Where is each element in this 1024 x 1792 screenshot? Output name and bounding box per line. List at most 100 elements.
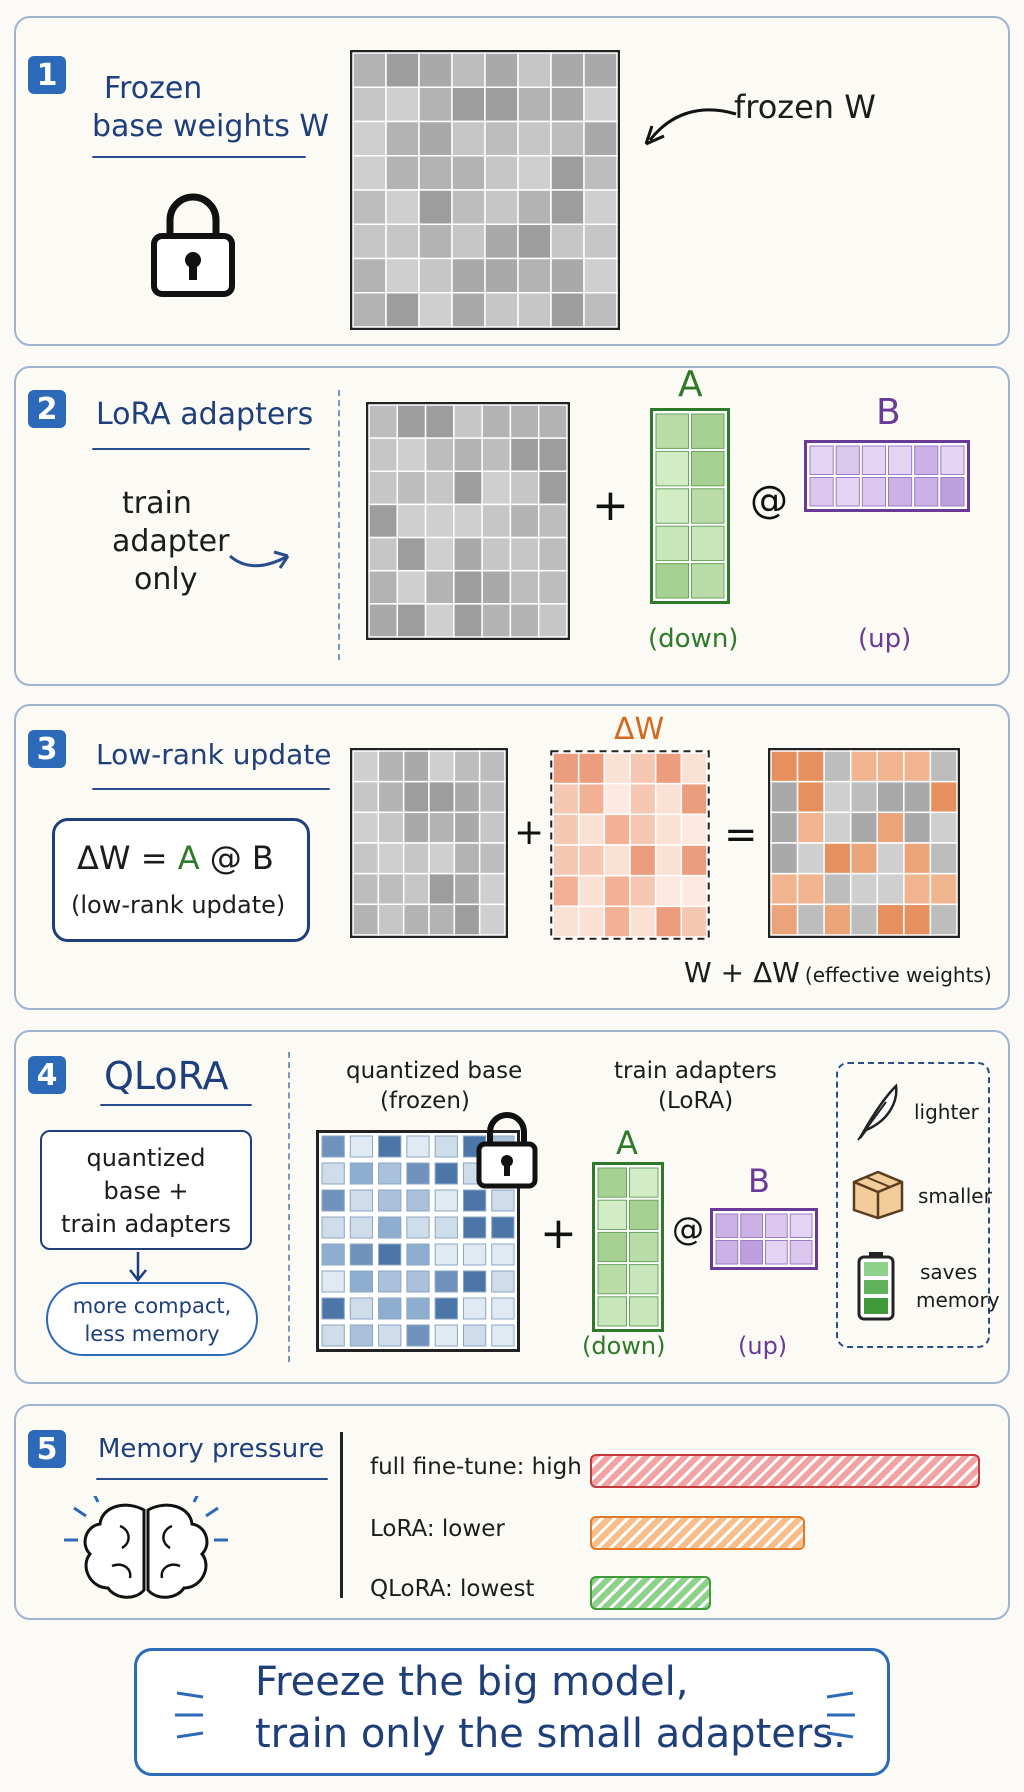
- matrix-cell: [680, 905, 708, 938]
- matrix-cell: [478, 842, 506, 875]
- matrix-cell: [849, 842, 879, 875]
- matrix-cell: [770, 750, 799, 783]
- memory-bar-full-finetune: [590, 1454, 980, 1488]
- matrix-cell: [929, 842, 958, 875]
- matrix-cell: [629, 1231, 659, 1263]
- matrix-cell: [903, 780, 932, 814]
- matrix-cell: [368, 536, 399, 572]
- matrix-cell: [691, 450, 725, 487]
- matrix-cell: [385, 155, 420, 191]
- panel-title: Memory pressure: [98, 1434, 325, 1464]
- matrix-cell: [484, 223, 519, 260]
- matrix-cell: [537, 437, 568, 473]
- matrix-cell: [680, 874, 708, 908]
- matrix-cell: [352, 189, 387, 225]
- matrix-cell: [715, 1213, 739, 1238]
- frozen-w-annotation: frozen W: [734, 88, 876, 126]
- matrix-cell: [484, 120, 519, 157]
- emphasis-marks-right: [826, 1691, 855, 1739]
- adapter-b-label: B: [876, 392, 901, 433]
- matrix-cell: [352, 842, 380, 875]
- matrix-cell: [577, 905, 606, 938]
- matrix-cell: [929, 872, 958, 906]
- matrix-cell: [509, 470, 540, 506]
- matrix-cell: [517, 257, 552, 294]
- matrix-cell: [577, 752, 606, 785]
- benefit-label: lighter: [914, 1100, 979, 1124]
- matrix-cell: [550, 120, 585, 157]
- matrix-cell: [453, 780, 481, 814]
- matrix-cell: [629, 1167, 659, 1198]
- box-line1: quantized: [86, 1144, 206, 1172]
- formula-a: A: [177, 839, 200, 877]
- matrix-cell: [424, 536, 455, 572]
- matrix-cell: [453, 470, 483, 506]
- matrix-cell: [418, 52, 453, 88]
- matrix-cell: [396, 404, 427, 439]
- matrix-cell: [352, 903, 380, 936]
- matrix-cell: [451, 257, 486, 294]
- matrix-cell: [478, 872, 506, 906]
- feather-icon: [857, 1083, 898, 1141]
- matrix-cell: [550, 257, 585, 294]
- matrix-cell: [629, 874, 657, 908]
- matrix-cell: [481, 603, 512, 638]
- up-label: (up): [858, 624, 912, 654]
- matrix-cell: [796, 811, 825, 844]
- frozen-weight-matrix: [350, 50, 620, 330]
- matrix-cell: [597, 1231, 627, 1263]
- matrix-cell: [396, 437, 427, 473]
- matrix-cell: [368, 470, 399, 506]
- matrix-cell: [491, 1270, 515, 1293]
- matrix-cell: [453, 536, 483, 572]
- matrix-cell: [655, 563, 689, 599]
- matrix-cell: [396, 503, 427, 539]
- matrix-cell: [849, 872, 879, 906]
- matrix-cell: [550, 155, 585, 191]
- title-underline: [100, 1104, 252, 1106]
- matrix-cell: [385, 223, 420, 260]
- matrix-cell: [903, 872, 932, 906]
- panel-memory-pressure: 5 Memory pressure full fine-tune: high L…: [14, 1404, 1010, 1620]
- matrix-cell: [349, 1162, 374, 1185]
- matrix-cell: [428, 842, 456, 875]
- matrix-cell: [424, 470, 455, 506]
- bar-label: QLoRA: lowest: [370, 1576, 535, 1602]
- matrix-cell: [577, 782, 606, 816]
- matrix-cell: [385, 52, 420, 88]
- matrix-cell: [770, 780, 799, 814]
- matrix-cell: [491, 1324, 515, 1347]
- matrix-cell: [823, 842, 852, 875]
- matrix-cell: [583, 257, 618, 294]
- matrix-cell: [765, 1213, 788, 1238]
- matrix-cell: [583, 52, 618, 88]
- matrix-cell: [823, 750, 852, 783]
- matrix-cell: [434, 1189, 458, 1212]
- matrix-cell: [484, 86, 519, 123]
- adapter-a-matrix: [592, 1162, 664, 1332]
- matrix-cell: [406, 1297, 430, 1320]
- matrix-cell: [352, 872, 380, 906]
- matrix-cell: [385, 257, 420, 294]
- matrix-cell: [352, 750, 380, 783]
- cloud-line2: less memory: [84, 1322, 220, 1346]
- panel-title: Low-rank update: [96, 738, 332, 771]
- panel-title: QLoRA: [104, 1054, 229, 1098]
- matrix-cell: [385, 292, 420, 328]
- matrix-cell: [940, 445, 965, 475]
- matrix-cell: [517, 223, 552, 260]
- matrix-cell: [378, 1324, 402, 1347]
- matrix-cell: [537, 470, 568, 506]
- formula: ΔW = A @ B: [77, 839, 274, 877]
- matrix-cell: [377, 750, 405, 783]
- matrix-cell: [484, 292, 519, 328]
- matrix-cell: [484, 189, 519, 225]
- matrix-cell: [577, 813, 606, 846]
- matrix-cell: [434, 1297, 458, 1320]
- matrix-cell: [451, 86, 486, 123]
- matrix-cell: [903, 903, 932, 936]
- matrix-cell: [434, 1135, 458, 1158]
- matrix-cell: [377, 811, 405, 844]
- matrix-cell: [378, 1270, 402, 1293]
- matrix-cell: [349, 1324, 374, 1347]
